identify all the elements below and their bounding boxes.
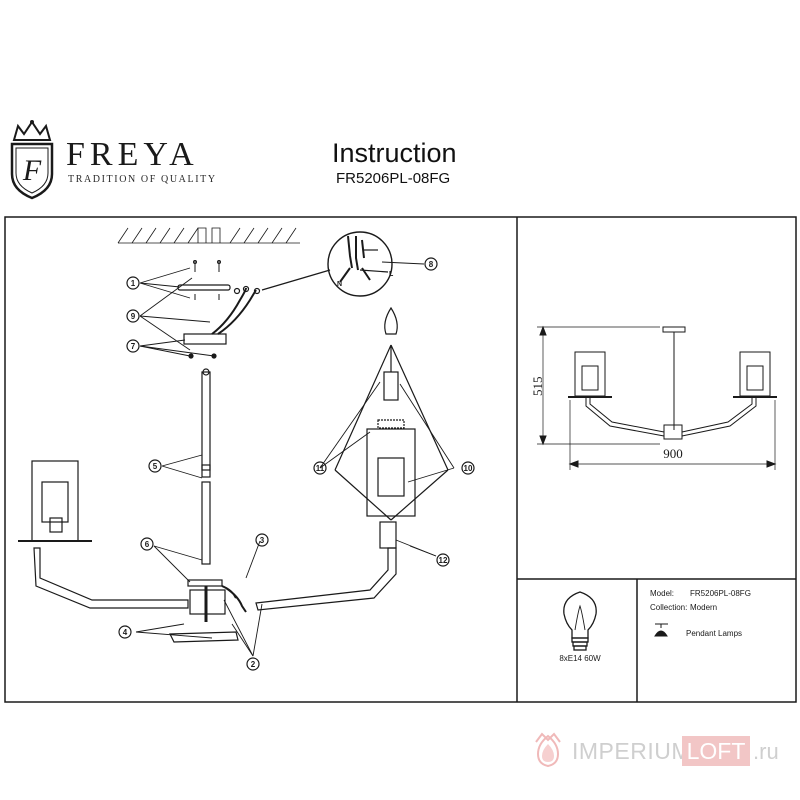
callout-3: 3 [255, 533, 269, 547]
svg-text:9: 9 [131, 312, 136, 321]
dimension-height-label: 515 [530, 377, 545, 397]
callout-1: 1 [126, 276, 140, 290]
wire-connector [253, 287, 261, 295]
detail-wires [339, 235, 371, 283]
right-socket-cup [379, 521, 397, 549]
svg-text:4: 4 [123, 628, 128, 637]
bulb-icon [563, 591, 597, 651]
callout-5: 5 [148, 459, 162, 473]
callout-9: 9 [126, 309, 140, 323]
spec-collection-value: Modern [690, 603, 717, 612]
wire-connector [233, 287, 241, 295]
fitting-diamond [334, 344, 392, 471]
right-arm [255, 547, 397, 611]
zoom-leader [261, 269, 331, 291]
dim-hub [663, 424, 683, 440]
central-rod-upper [201, 371, 211, 471]
supply-wires [211, 287, 257, 335]
svg-text:F: F [22, 154, 42, 187]
left-shade [31, 460, 79, 542]
spec-collection-label: Collection: [650, 603, 687, 612]
wire-label-neutral: N [337, 281, 342, 288]
screws-and-anchors [193, 260, 221, 300]
callout-4: 4 [118, 625, 132, 639]
callout-8: 8 [424, 257, 438, 271]
right-bulb-holder [383, 371, 399, 401]
left-arm [33, 547, 189, 609]
dimension-width-label: 900 [663, 446, 683, 461]
dim-canopy [662, 326, 686, 333]
canopy-plate [183, 333, 227, 345]
right-shade-collar [377, 419, 405, 429]
imperium-loft-logo-icon [535, 732, 561, 768]
spec-type-value: Pendant Lamps [686, 629, 742, 638]
left-diffuser [41, 481, 69, 523]
ceiling-hatch [117, 227, 300, 244]
svg-text:6: 6 [145, 540, 150, 549]
dim-left-arm [589, 396, 665, 433]
hub-wires [221, 585, 247, 613]
dim-right-shade [739, 351, 771, 397]
dimension-view [537, 325, 777, 470]
drawing-frame [4, 216, 797, 703]
wire-connector [242, 285, 250, 293]
brand-name: FREYA [66, 136, 199, 173]
ceiling-plate [169, 631, 239, 643]
spec-model-value: FR5206PL-08FG [690, 589, 751, 598]
spec-model-label: Model: [650, 589, 674, 598]
svg-text:1: 1 [131, 279, 136, 288]
document-model-code: FR5206PL-08FG [336, 170, 451, 187]
bulb-spec: 8xE14 60W [559, 654, 601, 663]
svg-text:2: 2 [251, 660, 256, 669]
svg-text:11: 11 [316, 464, 325, 473]
svg-text:3: 3 [260, 536, 265, 545]
callout-6: 6 [140, 537, 154, 551]
svg-text:5: 5 [153, 462, 158, 471]
brand-tagline: TRADITION OF QUALITY [68, 174, 217, 185]
document-title: Instruction [332, 138, 457, 168]
svg-text:12: 12 [439, 556, 448, 565]
pendant-lamp-icon [654, 623, 668, 637]
dim-left-shade [574, 351, 606, 397]
svg-text:8: 8 [429, 260, 434, 269]
watermark-loft: LOFT [682, 736, 750, 766]
callout-10: 10 [461, 461, 475, 475]
left-bulb-socket [49, 517, 63, 533]
candle-bulb-icon [384, 306, 398, 335]
central-rod-lower [201, 481, 211, 565]
callout-leaders [135, 261, 455, 657]
svg-text:10: 10 [464, 464, 473, 473]
callout-7: 7 [126, 339, 140, 353]
freya-crest-logo: F [10, 120, 54, 200]
wire-label-live: L [389, 271, 394, 278]
callout-12: 12 [436, 553, 450, 567]
wiring-detail-circle [327, 231, 393, 297]
callout-11: 11 [313, 461, 327, 475]
right-diffuser [377, 457, 405, 497]
hub-collar [187, 579, 223, 587]
watermark-imperium: IMPERIUM [572, 738, 691, 764]
right-shade [366, 428, 416, 517]
mounting-bar [177, 284, 231, 291]
rod-coupler [201, 464, 211, 478]
watermark-domain: .ru [753, 739, 779, 764]
callout-2: 2 [246, 657, 260, 671]
svg-text:7: 7 [131, 342, 136, 351]
dim-right-arm [681, 396, 753, 433]
